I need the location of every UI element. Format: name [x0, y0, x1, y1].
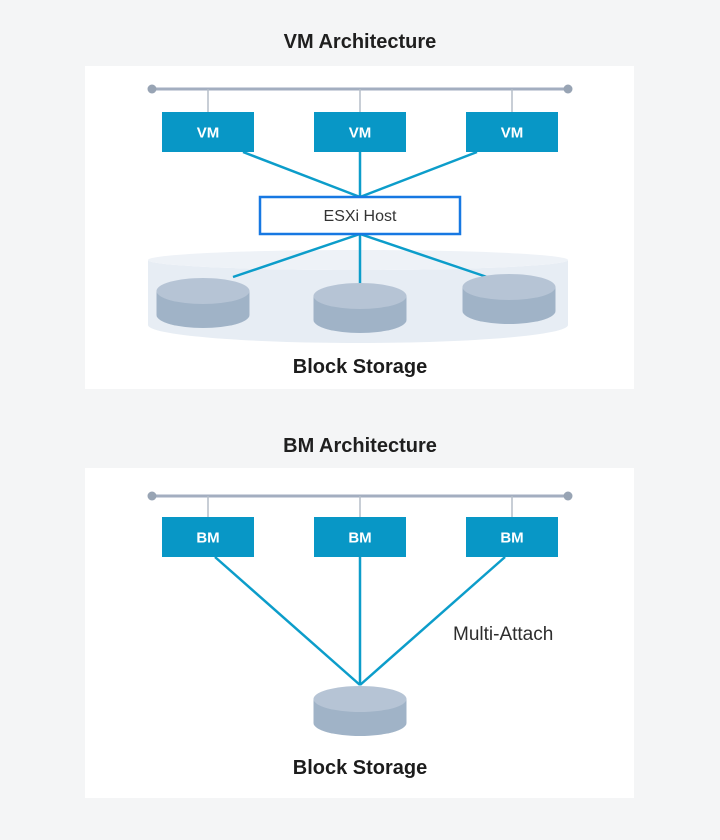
vm-to-host-line: [242, 150, 361, 199]
vm-node-label: VM: [349, 125, 372, 142]
vm-to-host-line: [359, 150, 478, 199]
disk-icon-3: [462, 274, 556, 325]
vm-architecture-title: VM Architecture: [283, 31, 437, 53]
vm-node-label: VM: [501, 125, 524, 142]
disk-top: [313, 686, 407, 712]
bm-to-storage-line: [214, 556, 361, 686]
bm-diagram: BM BM BM Multi-Attach Block Storage: [147, 491, 573, 779]
bm-node-3: [466, 517, 558, 557]
host-to-disk-line: [359, 232, 488, 279]
host-to-disk-line: [232, 232, 361, 279]
storage-pool-top-face: [148, 250, 568, 270]
bm-node-2: [314, 517, 406, 557]
disk-top: [462, 274, 556, 300]
bm-to-storage-line: [359, 556, 506, 686]
disk-top: [156, 278, 250, 304]
vm-node-1: [162, 112, 254, 152]
vm-diagram: VM VM VM ESXi Host Block Storage: [147, 84, 573, 378]
bus-endpoint-dot-left: [147, 491, 157, 501]
multi-attach-label: Multi-Attach: [453, 624, 553, 645]
bm-node-1: [162, 517, 254, 557]
disk-icon-1: [156, 278, 250, 328]
bus-endpoint-dot-right: [563, 84, 573, 94]
disk-icon-shared: [313, 686, 407, 736]
bm-architecture-title: BM Architecture: [283, 435, 437, 457]
vm-node-2: [314, 112, 406, 152]
vm-node-3: [466, 112, 558, 152]
block-storage-label: Block Storage: [293, 757, 427, 779]
esxi-host-label: ESXi Host: [324, 208, 397, 225]
bm-architecture-card: BM BM BM Multi-Attach Block Storage: [85, 468, 634, 798]
bm-node-label: BM: [348, 530, 371, 547]
vm-node-label: VM: [197, 125, 220, 142]
disk-icon-2: [313, 283, 407, 333]
block-storage-label: Block Storage: [293, 356, 427, 378]
esxi-host-box: [258, 195, 462, 236]
bm-node-label: BM: [500, 530, 523, 547]
bus-endpoint-dot-right: [563, 491, 573, 501]
bm-node-label: BM: [196, 530, 219, 547]
bus-endpoint-dot-left: [147, 84, 157, 94]
vm-architecture-card: VM VM VM ESXi Host Block Storage: [85, 66, 634, 389]
disk-top: [313, 283, 407, 309]
